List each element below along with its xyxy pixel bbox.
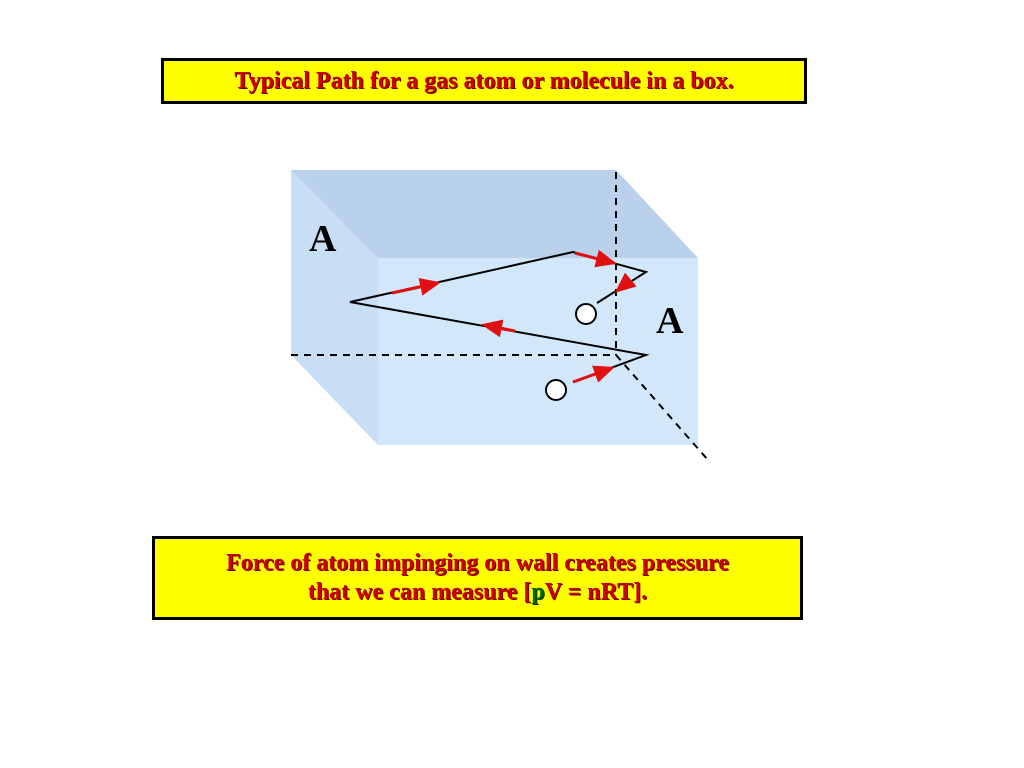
caption-line-1: Force of atom impinging on wall creates … [226, 550, 729, 576]
molecule-end-circle [575, 303, 597, 325]
direction-arrow-4 [574, 249, 617, 268]
area-label-right: A [656, 300, 684, 342]
caption-line-2-suffix: V = nRT]. [544, 579, 648, 605]
title-box: Typical Path for a gas atom or molecule … [161, 58, 807, 104]
caption-box: Force of atom impinging on wall creates … [152, 536, 803, 620]
box-left-face [291, 170, 378, 445]
slide-title: Typical Path for a gas atom or molecule … [234, 67, 734, 94]
caption-line-2-prefix: that we can measure [ [307, 579, 532, 605]
direction-arrow-1 [572, 365, 615, 384]
direction-arrow-5 [614, 272, 637, 293]
molecule-start-circle [545, 379, 567, 401]
box-top-face [291, 170, 698, 258]
caption-line-2: that we can measure [pV = nRT]. [308, 578, 647, 607]
direction-arrow-3 [391, 278, 441, 296]
hidden-edge-diagonal [615, 354, 709, 461]
molecule-path [349, 250, 650, 383]
pressure-variable: p [531, 579, 545, 605]
direction-arrow-2 [481, 319, 516, 338]
area-label-left: A [309, 218, 337, 260]
box-front-face [378, 258, 698, 445]
